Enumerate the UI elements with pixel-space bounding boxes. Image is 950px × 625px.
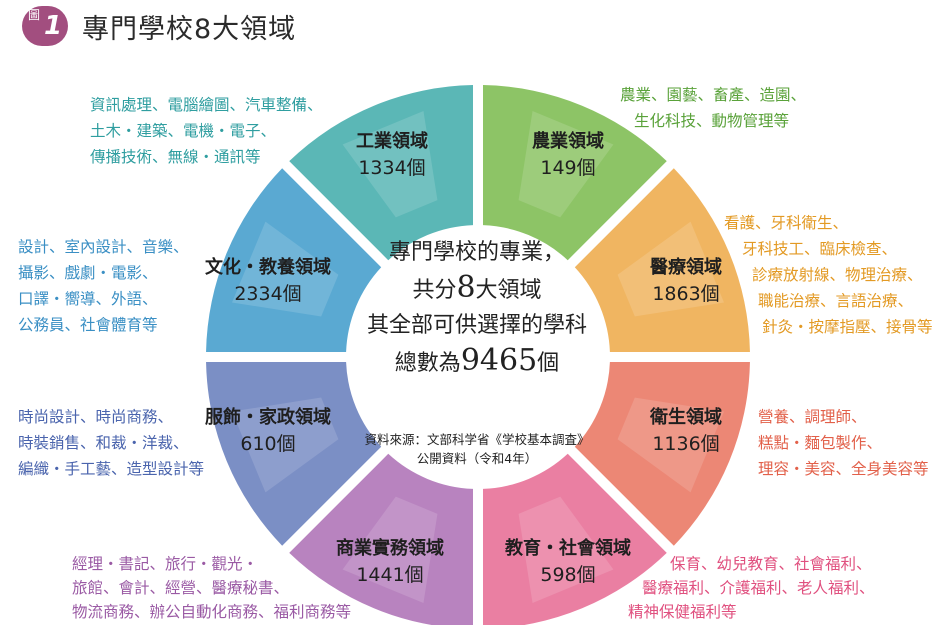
center-summary: 專門學校的專業， 共分8大領域 其全部可供選擇的學科 總數為9465個 [352,235,602,381]
details-agriculture: 農業、園藝、畜產、造園、生化科技、動物管理等 [620,86,807,130]
segment-commerce-decoration [342,496,438,604]
segment-commerce [289,453,474,625]
segment-education [482,453,667,625]
figure-badge: 圖 1 [22,6,68,46]
center-line-2: 共分8大領域 [412,270,542,305]
details-fashion: 時尚設計、時尚商務、時裝銷售、和裁・洋裁、編織・手工藝、造型設計等 [18,408,205,478]
segment-industry-decoration [342,110,438,218]
segment-culture-decoration [231,221,339,317]
details-culture: 設計、室內設計、音樂、攝影、戲劇・電影、口譯・嚮導、外語、公務員、社會體育等 [18,238,189,334]
segment-culture [206,168,382,353]
details-hygiene: 營養、調理師、糕點・麵包製作、理容・美容、全身美容等 [758,408,929,478]
center-disc [348,227,608,487]
center-line-4: 總數為9465個 [394,343,560,378]
center-line-1: 專門學校的專業， [388,240,565,265]
details-industry: 資訊處理、電腦繪圖、汽車整備、土木・建築、電機・電子、傳播技術、無線・通訊等 [90,96,323,166]
center-line-3: 其全部可供選擇的學科 [366,313,587,338]
segment-industry [289,85,474,261]
figure-title: 專門學校8大領域 [82,13,297,45]
details-commerce: 經理・書記、旅行・觀光・旅館、會計、經營、醫療秘書、物流商務、辦公自動化商務、福… [72,555,352,621]
segment-fashion [206,361,382,546]
segment-education-decoration [518,496,614,604]
figure-number: 1 [44,11,63,41]
segment-hygiene [574,361,750,546]
details-education: 保育、幼兒教育、社會福利、醫療福利、介護福利、老人福利、精神保健福利等 [628,555,875,621]
segment-agriculture-decoration [518,110,614,218]
segment-medical [574,168,750,353]
segment-fashion-decoration [231,397,339,493]
segment-hygiene-decoration [617,397,725,493]
figure-label: 圖 [28,8,41,22]
figure-header: 圖 1 專門學校8大領域 [22,6,296,46]
segment-agriculture [482,85,667,261]
details-medical: 看護、牙科衛生、 牙科技工、臨床檢查、 診療放射線、物理治療、 職能治療、言語治… [724,214,933,336]
segment-medical-decoration [617,221,725,317]
source-note: 資料來源：文部科学省《学校基本調査》 公開資料（令和4年） [364,432,590,466]
